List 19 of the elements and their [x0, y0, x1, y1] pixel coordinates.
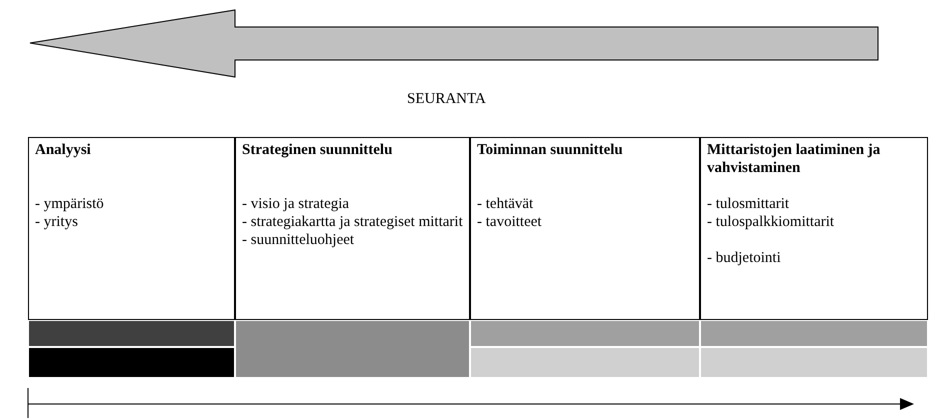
- list-item: - tavoitteet: [477, 213, 543, 231]
- list-item: - suunnitteluohjeet: [242, 231, 356, 249]
- list-item: - tulospalkkiomittarit: [707, 213, 836, 231]
- column-heading: Mittaristojen laatiminen ja vahvistaminen: [707, 141, 882, 178]
- table-column: [28, 137, 235, 320]
- table-column: [470, 137, 700, 320]
- list-item: - tehtävät: [477, 195, 534, 213]
- list-item: - strategiakartta ja strategiset mittarit: [242, 213, 463, 231]
- list-item: - visio ja strategia: [242, 195, 350, 213]
- table-column: [235, 137, 470, 320]
- column-heading: Toiminnan suunnittelu: [477, 141, 623, 160]
- column-heading: Analyysi: [35, 141, 91, 160]
- arrow-label: SEURANTA: [407, 91, 486, 108]
- list-item: - ympäristö: [35, 195, 105, 213]
- column-heading: Strateginen suunnittelu: [242, 141, 392, 160]
- list-item: - budjetointi: [707, 249, 782, 267]
- list-item: - yritys: [35, 213, 79, 231]
- table-column: [700, 137, 928, 320]
- list-item: - tulosmittarit: [707, 195, 790, 213]
